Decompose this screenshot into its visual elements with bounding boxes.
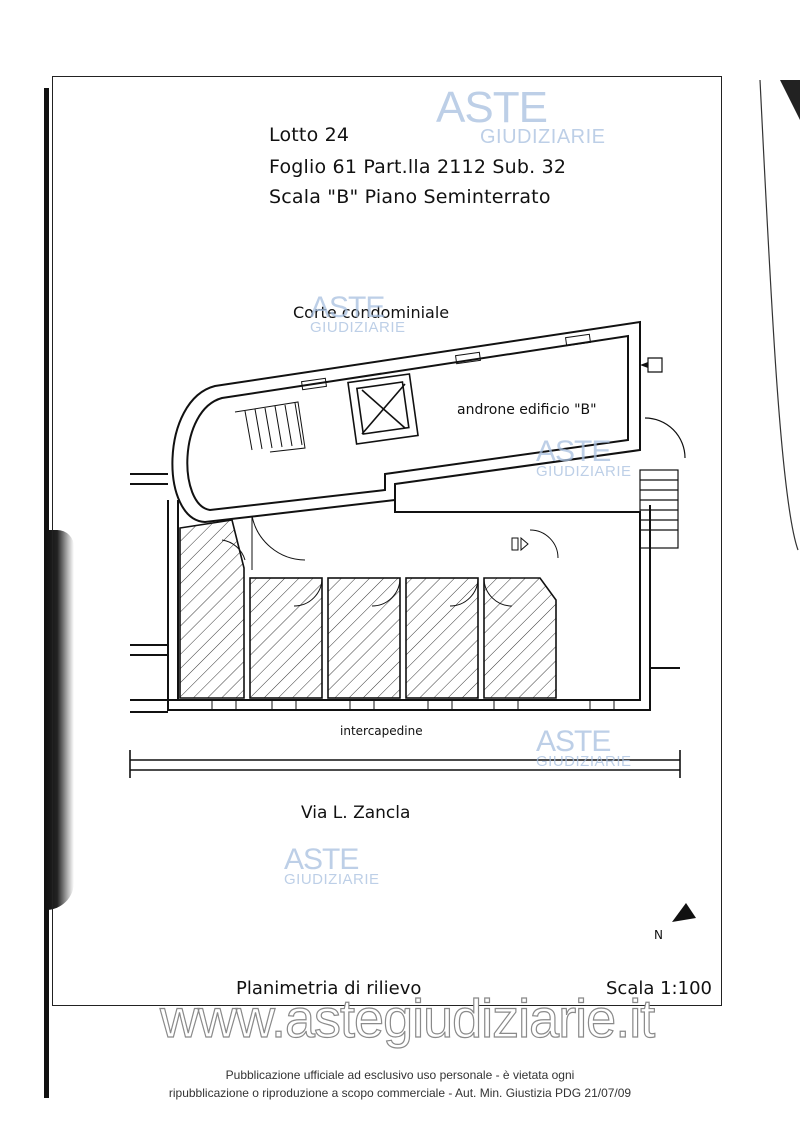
scale-label: Scala 1:100 [606, 978, 712, 999]
basement-walls [130, 473, 680, 713]
page-fold-edge [759, 80, 800, 551]
notice-line-2: ripubblicazione o riproduzione a scopo c… [168, 1086, 632, 1100]
cadastral-reference: Foglio 61 Part.lla 2112 Sub. 32 [269, 156, 567, 178]
scan-shadow [46, 530, 74, 910]
drawing-frame [52, 76, 722, 1006]
brand-watermark: ASTE GIUDIZIARIE [436, 83, 606, 148]
lot-number: Lotto 24 [269, 124, 350, 146]
north-label: N [654, 928, 663, 942]
brand-watermark: ASTE GIUDIZIARIE [284, 843, 380, 888]
elevator-shaft [347, 373, 419, 445]
north-arrow-icon [672, 903, 696, 922]
notice-line-1: Pubblicazione ufficiale ad esclusivo uso… [225, 1068, 575, 1082]
site-watermark: www.astegiudiziarie.it [159, 988, 655, 1049]
window-marks [211, 333, 615, 711]
lobby-label: androne edificio "B" [457, 402, 597, 418]
cavity-label: intercapedine [340, 724, 423, 738]
survey-title: Planimetria di rilievo [236, 978, 422, 999]
brand-watermark: ASTE GIUDIZIARIE [310, 291, 406, 336]
street-edge [129, 750, 681, 778]
stair-flight [234, 401, 306, 453]
street-label: Via L. Zancla [301, 803, 411, 823]
brand-watermark: ASTE GIUDIZIARIE [536, 435, 632, 480]
storage-cells [179, 519, 557, 699]
door-swings [221, 515, 559, 607]
floor-description: Scala "B" Piano Seminterrato [269, 186, 551, 208]
courtyard-label: Corte condominiale [293, 303, 450, 322]
entry-marker [511, 536, 529, 552]
brand-watermark: ASTE GIUDIZIARIE [536, 725, 632, 770]
wing-walls [171, 320, 641, 524]
external-stair [639, 357, 686, 549]
